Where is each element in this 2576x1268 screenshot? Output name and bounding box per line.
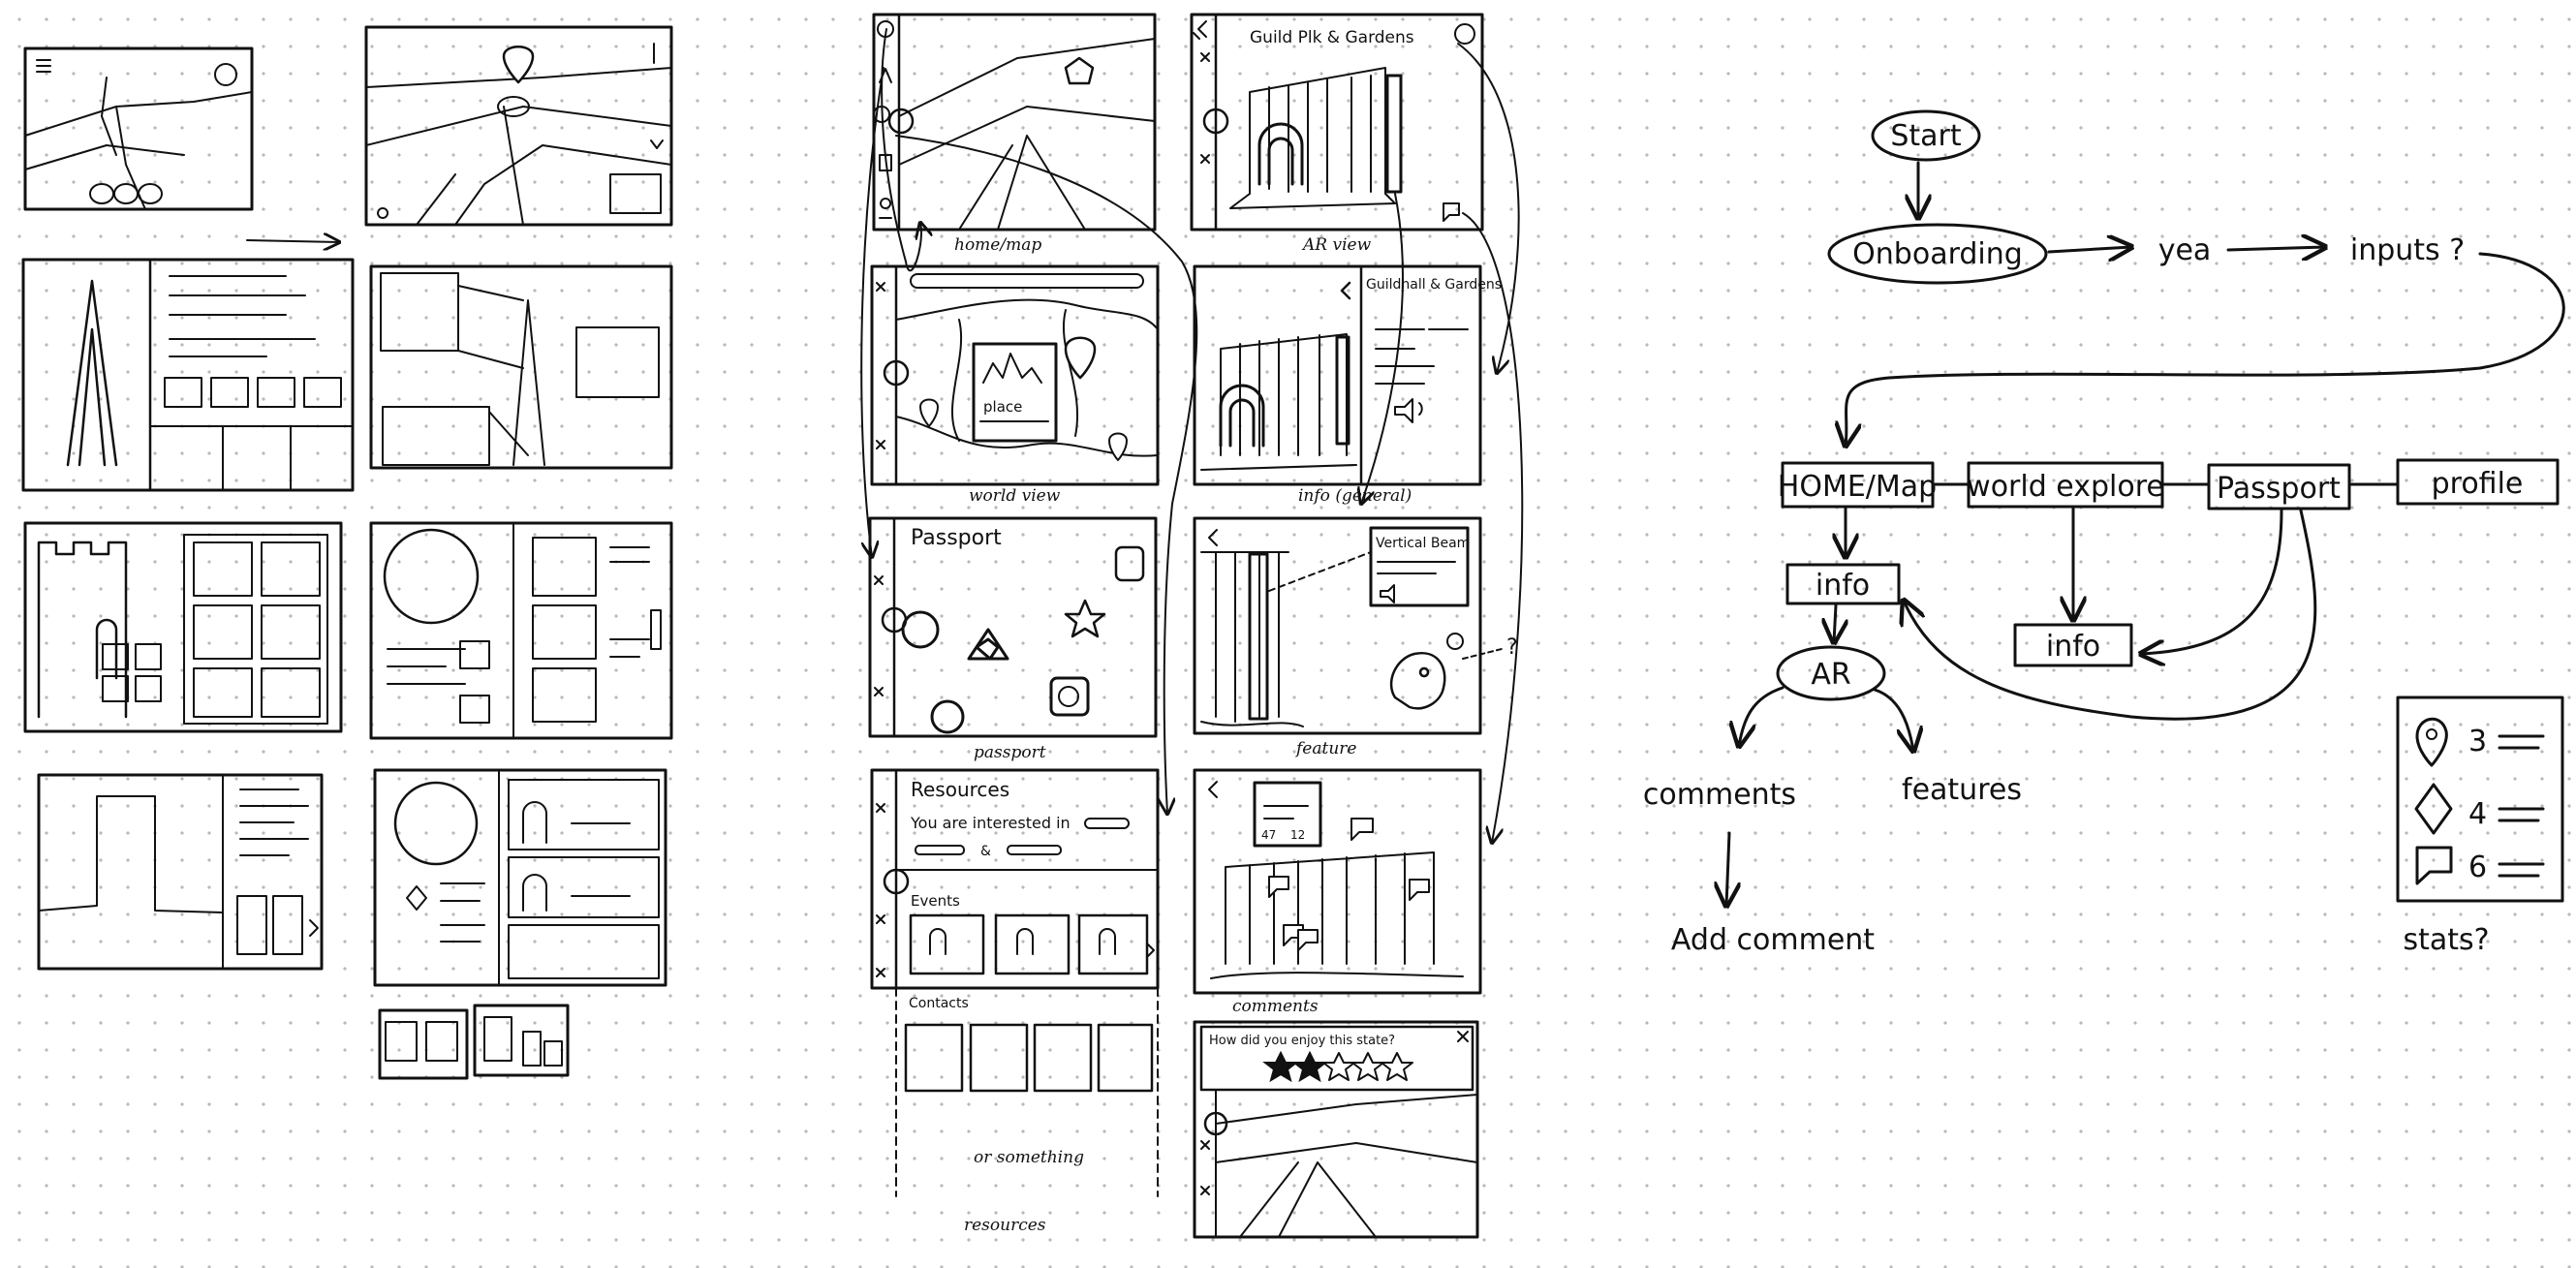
screen-resources: Resources You are interested in & Events… bbox=[870, 768, 1160, 1235]
resources-events: Events bbox=[911, 892, 960, 910]
caption-comments: comments bbox=[1232, 997, 1319, 1016]
node-passport: Passport bbox=[2207, 463, 2351, 510]
comment-count-down: 12 bbox=[1290, 828, 1305, 842]
rating-prompt: How did you enjoy this state? bbox=[1209, 1034, 1395, 1048]
resources-title: Resources bbox=[911, 778, 1009, 801]
feature-callout-title: Vertical Beam bbox=[1376, 536, 1470, 551]
stats-row-comment: 6 bbox=[2415, 846, 2545, 885]
stats-row-diamond: 4 bbox=[2414, 783, 2545, 835]
node-ar: AR bbox=[1776, 645, 1886, 701]
stats-comment-count: 6 bbox=[2468, 850, 2487, 884]
screen-info-general: Guildhall & Gardens info (general) bbox=[1193, 264, 1502, 506]
node-profile: profile bbox=[2396, 458, 2560, 506]
sketch-map-large bbox=[364, 25, 673, 227]
pin-icon bbox=[2415, 717, 2448, 767]
node-add-comment-label: Add comment bbox=[1671, 923, 1875, 957]
passport-screen-title: Passport bbox=[911, 526, 1002, 550]
caption-resources: resources bbox=[964, 1216, 1046, 1235]
stats-card: 3 4 6 stats? bbox=[2396, 696, 2564, 957]
screen-feature: Vertical Beam ? feature bbox=[1193, 516, 1518, 758]
node-info-left-label: info bbox=[1816, 569, 1870, 603]
caption-passport: passport bbox=[974, 743, 1046, 762]
node-info-right: info bbox=[2013, 623, 2133, 667]
node-inputs-label: inputs ? bbox=[2350, 233, 2465, 267]
node-onboarding: Onboarding bbox=[1827, 223, 2048, 285]
feature-question: ? bbox=[1506, 635, 1518, 660]
sketch-mini-cards bbox=[378, 1004, 570, 1080]
storyboard: home/map Guild Plk & Gardens AR view bbox=[860, 13, 1524, 1239]
node-start-label: Start bbox=[1890, 119, 1962, 153]
stats-diamond-count: 4 bbox=[2468, 797, 2487, 831]
node-info-right-label: info bbox=[2046, 630, 2100, 664]
node-world-explore: world explore bbox=[1967, 461, 2164, 509]
screen-ar-view: Guild Plk & Gardens AR view bbox=[1190, 13, 1484, 255]
resources-interest: You are interested in bbox=[910, 814, 1071, 832]
node-home-map-label: HOME/Map bbox=[1778, 470, 1937, 504]
node-home-map: HOME/Map bbox=[1778, 461, 1937, 509]
world-pin-label: place bbox=[983, 398, 1022, 416]
caption-ar-view: AR view bbox=[1301, 235, 1372, 255]
node-features-label: features bbox=[1902, 773, 2022, 807]
sketch-landmark-info bbox=[21, 258, 355, 492]
node-onboarding-label: Onboarding bbox=[1852, 237, 2023, 271]
caption-world-view: world view bbox=[969, 486, 1061, 506]
screen-world-view: place world view bbox=[870, 264, 1160, 506]
node-yea-label: yea bbox=[2158, 233, 2212, 267]
stats-row-pin: 3 bbox=[2415, 717, 2545, 767]
node-world-explore-label: world explore bbox=[1967, 470, 2164, 504]
sketch-map-small bbox=[23, 46, 254, 211]
node-profile-label: profile bbox=[2432, 467, 2524, 501]
storyboard-connectors bbox=[860, 28, 1524, 843]
resources-note: or something bbox=[974, 1148, 1084, 1167]
caption-info-general: info (general) bbox=[1298, 486, 1412, 506]
caption-feature: feature bbox=[1294, 739, 1356, 758]
node-passport-label: Passport bbox=[2217, 472, 2341, 506]
screen-home-map: home/map bbox=[872, 13, 1157, 255]
sketch-building-detail bbox=[37, 773, 324, 971]
ar-screen-title: Guild Plk & Gardens bbox=[1250, 28, 1414, 47]
node-start: Start bbox=[1871, 109, 1981, 162]
comment-count-up: 47 bbox=[1261, 828, 1276, 842]
sketch-profile-grid bbox=[369, 521, 673, 740]
screen-comments: 47 12 comments bbox=[1193, 768, 1482, 1016]
caption-home-map: home/map bbox=[954, 235, 1041, 255]
comment-icon bbox=[2415, 846, 2453, 885]
sketch-profile-list bbox=[373, 768, 667, 987]
node-comments-label: comments bbox=[1643, 778, 1796, 812]
info-screen-title: Guildhall & Gardens bbox=[1366, 277, 1502, 293]
node-ar-label: AR bbox=[1811, 658, 1850, 692]
stats-label: stats? bbox=[2403, 923, 2489, 957]
stats-pin-count: 3 bbox=[2468, 725, 2487, 758]
flow-diagram: Start Onboarding yea inputs ? HOME/Map w… bbox=[1643, 109, 2565, 957]
node-info-left: info bbox=[1785, 563, 1901, 605]
sketch-castle bbox=[23, 521, 343, 733]
screen-rating: How did you enjoy this state? bbox=[1193, 1020, 1479, 1239]
early-sketches bbox=[21, 25, 673, 1080]
resources-contacts: Contacts bbox=[909, 996, 969, 1011]
screen-passport: Passport passport bbox=[868, 516, 1158, 762]
sketch-landmark-callouts bbox=[369, 264, 673, 470]
resources-and: & bbox=[980, 844, 991, 859]
diamond-icon bbox=[2414, 783, 2453, 835]
